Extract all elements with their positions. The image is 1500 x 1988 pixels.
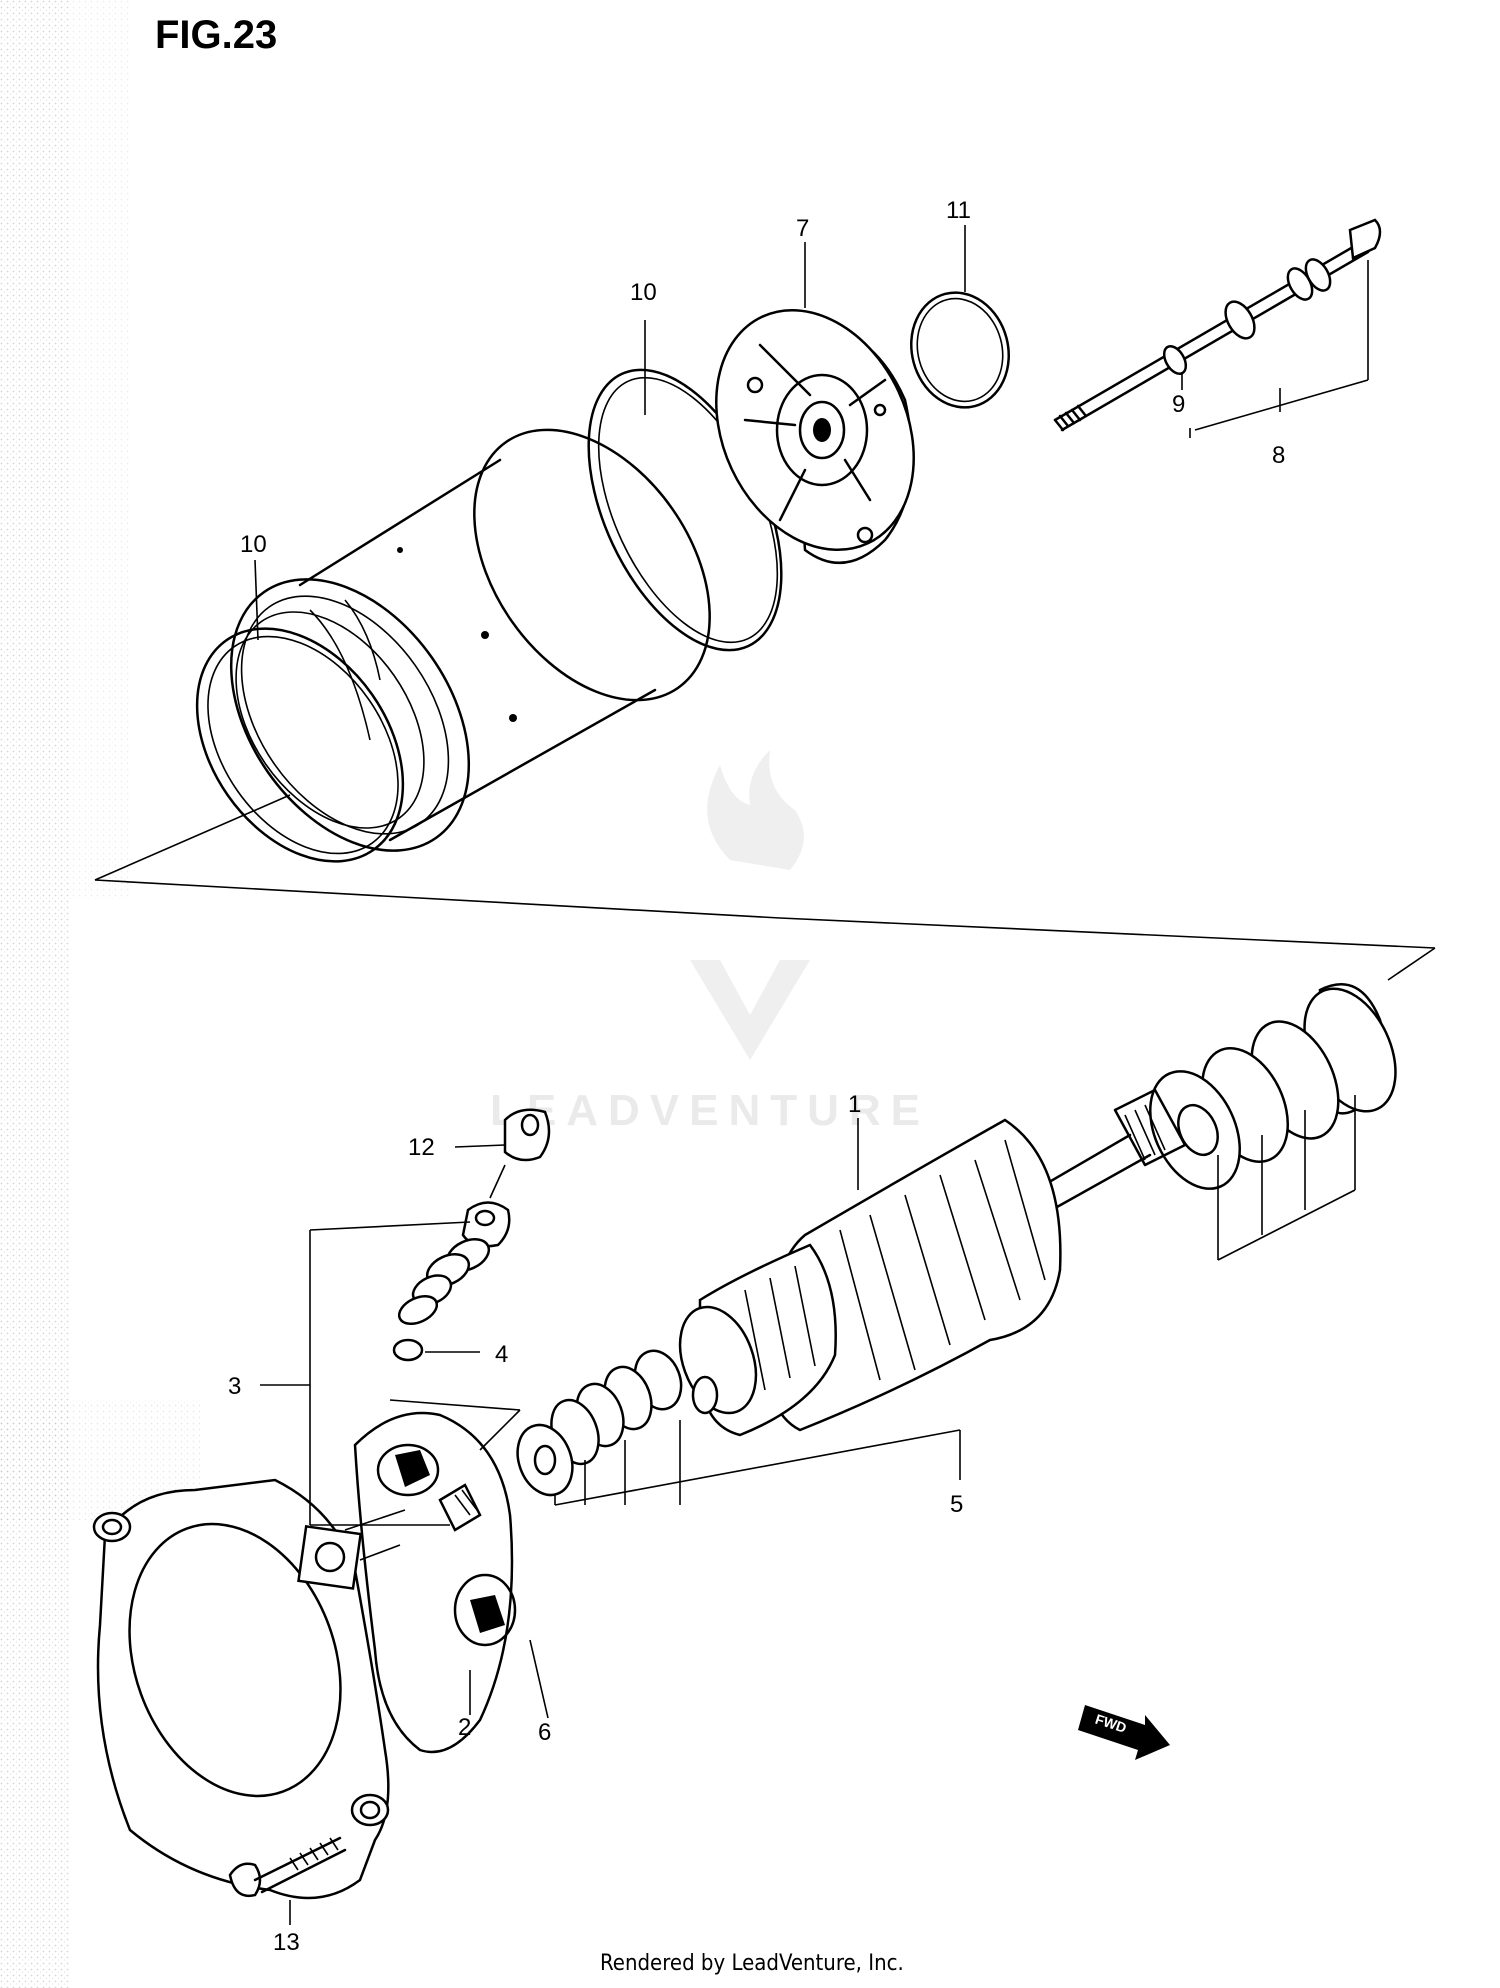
through-bolt [1053,218,1382,432]
callout-1: 1 [848,1091,861,1118]
callout-8: 8 [1272,442,1285,469]
callout-3: 3 [228,1373,241,1400]
callout-6: 6 [538,1719,551,1746]
housing-bolt [228,1836,347,1898]
armature [678,1088,1187,1437]
shim-washers-left [516,1349,683,1497]
brush-plate [344,1411,517,1754]
callout-7: 7 [796,215,809,242]
o-ring-small [910,291,1010,409]
shim-washers-right [1149,983,1397,1190]
figure-title: FIG.23 [155,13,277,57]
callout-labels: 1 2 3 4 5 6 7 8 9 10 10 11 12 13 [228,197,1285,1956]
callout-10b: 10 [630,279,657,306]
callout-12: 12 [408,1134,435,1161]
callout-2: 2 [458,1714,471,1741]
o-ring-left [195,627,405,863]
callout-4: 4 [495,1341,508,1368]
callout-11: 11 [946,197,971,224]
forward-arrow-icon: FWD [1078,1705,1170,1760]
leader-lines-bottom [260,1095,1356,1925]
watermark-text: LEADVENTURE [490,1086,930,1135]
terminal-parts [392,1108,551,1362]
rear-housing [92,1478,390,1900]
leader-lines-top [94,225,1369,881]
callout-5: 5 [950,1491,963,1518]
end-cover [715,308,915,565]
footer-credit: Rendered by LeadVenture, Inc. [600,1951,904,1976]
assembly-guide-lines [94,879,1436,981]
callout-10a: 10 [240,531,267,558]
callout-13: 13 [273,1929,300,1956]
scan-noise [0,0,200,1988]
motor-case-yoke [229,428,711,852]
watermark-logo: LEADVENTURE [490,750,930,1135]
callout-9: 9 [1172,391,1185,418]
